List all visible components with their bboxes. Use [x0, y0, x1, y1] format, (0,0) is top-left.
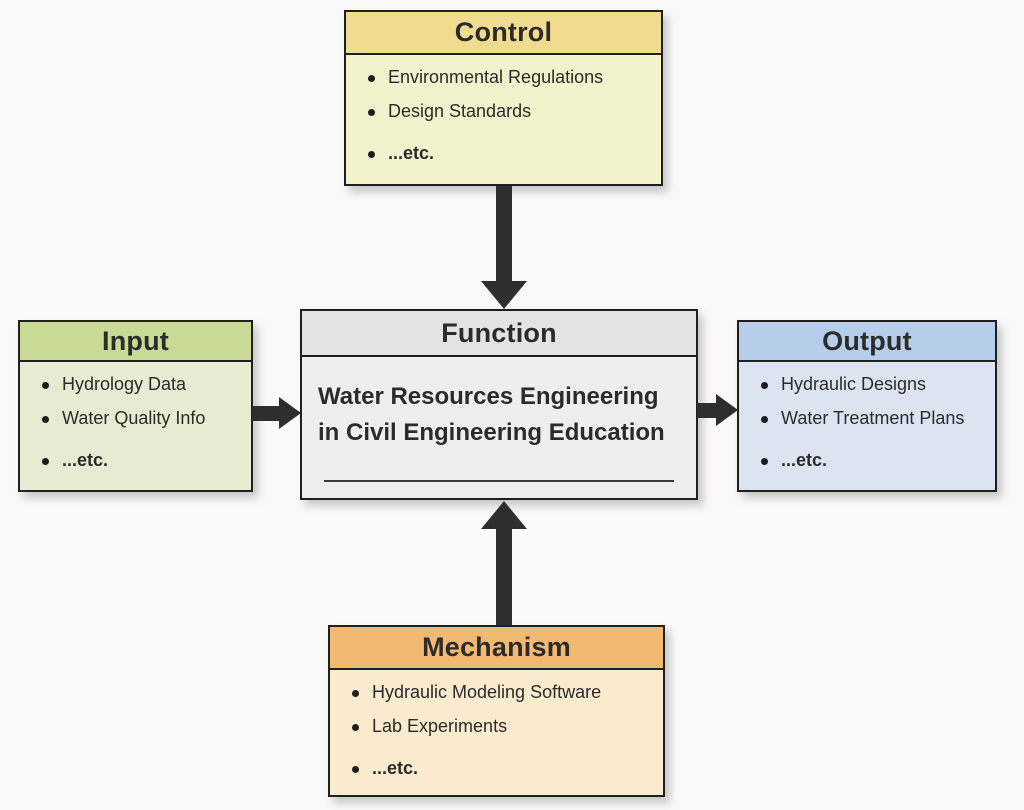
mechanism-box: Mechanism Hydraulic Modeling Software La…	[328, 625, 665, 797]
mechanism-box-title: Mechanism	[330, 627, 663, 670]
list-item-label: ...etc.	[372, 758, 419, 779]
arrow-shaft	[252, 406, 280, 421]
bullet-icon	[42, 458, 49, 466]
list-item-label: Water Quality Info	[62, 407, 206, 428]
output-box-list: Hydraulic Designs Water Treatment Plans …	[739, 362, 995, 471]
arrowhead-up-icon	[481, 501, 527, 529]
bullet-icon	[42, 415, 49, 423]
function-box-title: Function	[302, 311, 696, 357]
bullet-icon	[368, 108, 375, 116]
bullet-icon	[352, 766, 359, 774]
list-item: Hydrology Data	[34, 374, 241, 395]
bullet-icon	[42, 381, 49, 389]
arrowhead-right-icon	[279, 397, 301, 429]
list-item: Hydraulic Modeling Software	[344, 682, 653, 703]
output-box: Output Hydraulic Designs Water Treatment…	[737, 320, 997, 492]
control-box-title: Control	[346, 12, 661, 55]
list-item: ...etc.	[360, 143, 651, 164]
list-item-label: Hydrology Data	[62, 374, 187, 394]
list-item: Water Treatment Plans	[753, 408, 985, 429]
list-item: ...etc.	[753, 450, 985, 471]
arrow-shaft	[697, 403, 717, 418]
function-underline	[324, 480, 674, 482]
list-item: ...etc.	[344, 758, 653, 779]
list-item-label: Hydraulic Designs	[781, 374, 927, 394]
control-box-list: Environmental Regulations Design Standar…	[346, 55, 661, 164]
list-item: Environmental Regulations	[360, 67, 651, 88]
bullet-icon	[761, 381, 768, 389]
function-box-description: Water Resources Engineering in Civil Eng…	[318, 383, 665, 447]
arrow-shaft	[496, 528, 512, 625]
bullet-icon	[368, 74, 375, 82]
bullet-icon	[368, 151, 375, 159]
control-box: Control Environmental Regulations Design…	[344, 10, 663, 186]
list-item-label: ...etc.	[388, 143, 435, 164]
list-item-label: Lab Experiments	[372, 715, 508, 736]
input-box-list: Hydrology Data Water Quality Info ...etc…	[20, 362, 251, 471]
list-item-label: Design Standards	[388, 100, 532, 121]
bullet-icon	[352, 723, 359, 731]
function-box: Function Water Resources Engineering in …	[300, 309, 698, 500]
bullet-icon	[352, 689, 359, 697]
list-item: ...etc.	[34, 450, 241, 471]
list-item: Lab Experiments	[344, 716, 653, 737]
arrow-shaft	[496, 186, 512, 282]
output-box-title: Output	[739, 322, 995, 362]
mechanism-box-list: Hydraulic Modeling Software Lab Experime…	[330, 670, 663, 779]
list-item: Hydraulic Designs	[753, 374, 985, 395]
input-box-title: Input	[20, 322, 251, 362]
bullet-icon	[761, 415, 768, 423]
list-item: Water Quality Info	[34, 408, 241, 429]
bullet-icon	[761, 458, 768, 466]
list-item-label: Hydraulic Modeling Software	[372, 682, 602, 702]
input-box: Input Hydrology Data Water Quality Info …	[18, 320, 253, 492]
list-item-label: ...etc.	[781, 450, 828, 471]
list-item-label: Water Treatment Plans	[781, 407, 965, 428]
list-item-label: Environmental Regulations	[388, 67, 604, 87]
list-item: Design Standards	[360, 101, 651, 122]
arrowhead-right-icon	[716, 394, 738, 426]
arrowhead-down-icon	[481, 281, 527, 309]
list-item-label: ...etc.	[62, 450, 109, 471]
